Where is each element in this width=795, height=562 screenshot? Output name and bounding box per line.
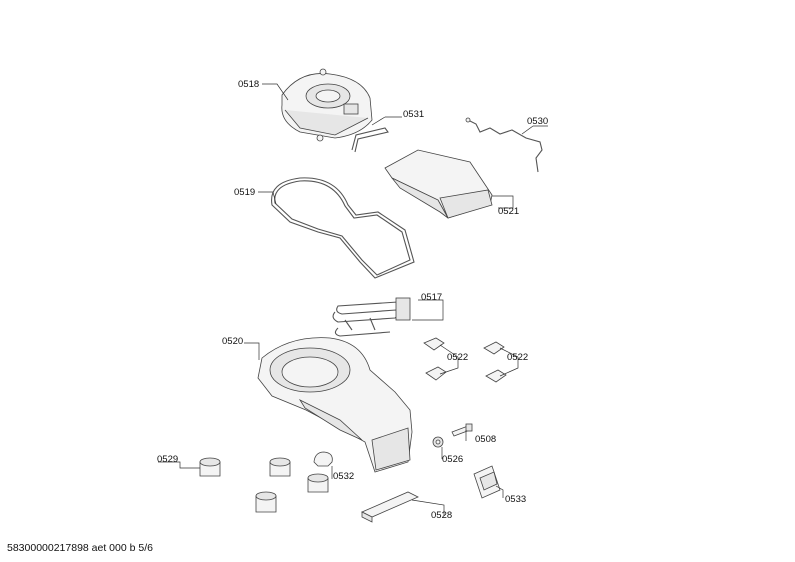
label-0530: 0530 [527,116,548,127]
label-0532: 0532 [333,471,354,482]
part-0530-wire[interactable] [465,117,543,173]
label-0521: 0521 [498,206,519,217]
label-0522-right: 0522 [507,352,528,363]
part-0531-bracket[interactable] [351,127,389,153]
label-0520: 0520 [222,336,243,347]
part-0529-foot[interactable] [199,457,221,477]
leader-lines [158,83,548,516]
label-0528: 0528 [431,510,452,521]
part-0533-clip[interactable] [473,465,501,499]
label-0533: 0533 [505,494,526,505]
label-0531: 0531 [403,109,424,120]
label-0518: 0518 [238,79,259,90]
part-foot-3[interactable] [307,473,329,493]
part-0520-base-housing[interactable] [257,337,413,473]
label-0522-left: 0522 [447,352,468,363]
part-0528-frame[interactable] [361,491,419,523]
label-0529: 0529 [157,454,178,465]
part-0518-fan-housing[interactable] [281,68,373,142]
label-0526: 0526 [442,454,463,465]
part-0522-thermostat-right[interactable] [483,341,507,383]
part-foot-4[interactable] [255,491,277,513]
document-footer-id: 58300000217898 aet 000 b 5/6 [7,542,153,554]
part-0517-heater[interactable] [332,297,411,337]
label-0519: 0519 [234,187,255,198]
part-0508-sensor[interactable] [451,423,473,437]
part-0532-cap[interactable] [313,451,333,467]
part-0519-gasket[interactable] [271,177,415,279]
part-0522-thermostat-left[interactable] [423,337,447,381]
part-0521-air-duct[interactable] [384,149,493,219]
part-0526-nut[interactable] [432,436,444,448]
part-foot-2[interactable] [269,457,291,477]
label-0508: 0508 [475,434,496,445]
label-0517: 0517 [421,292,442,303]
